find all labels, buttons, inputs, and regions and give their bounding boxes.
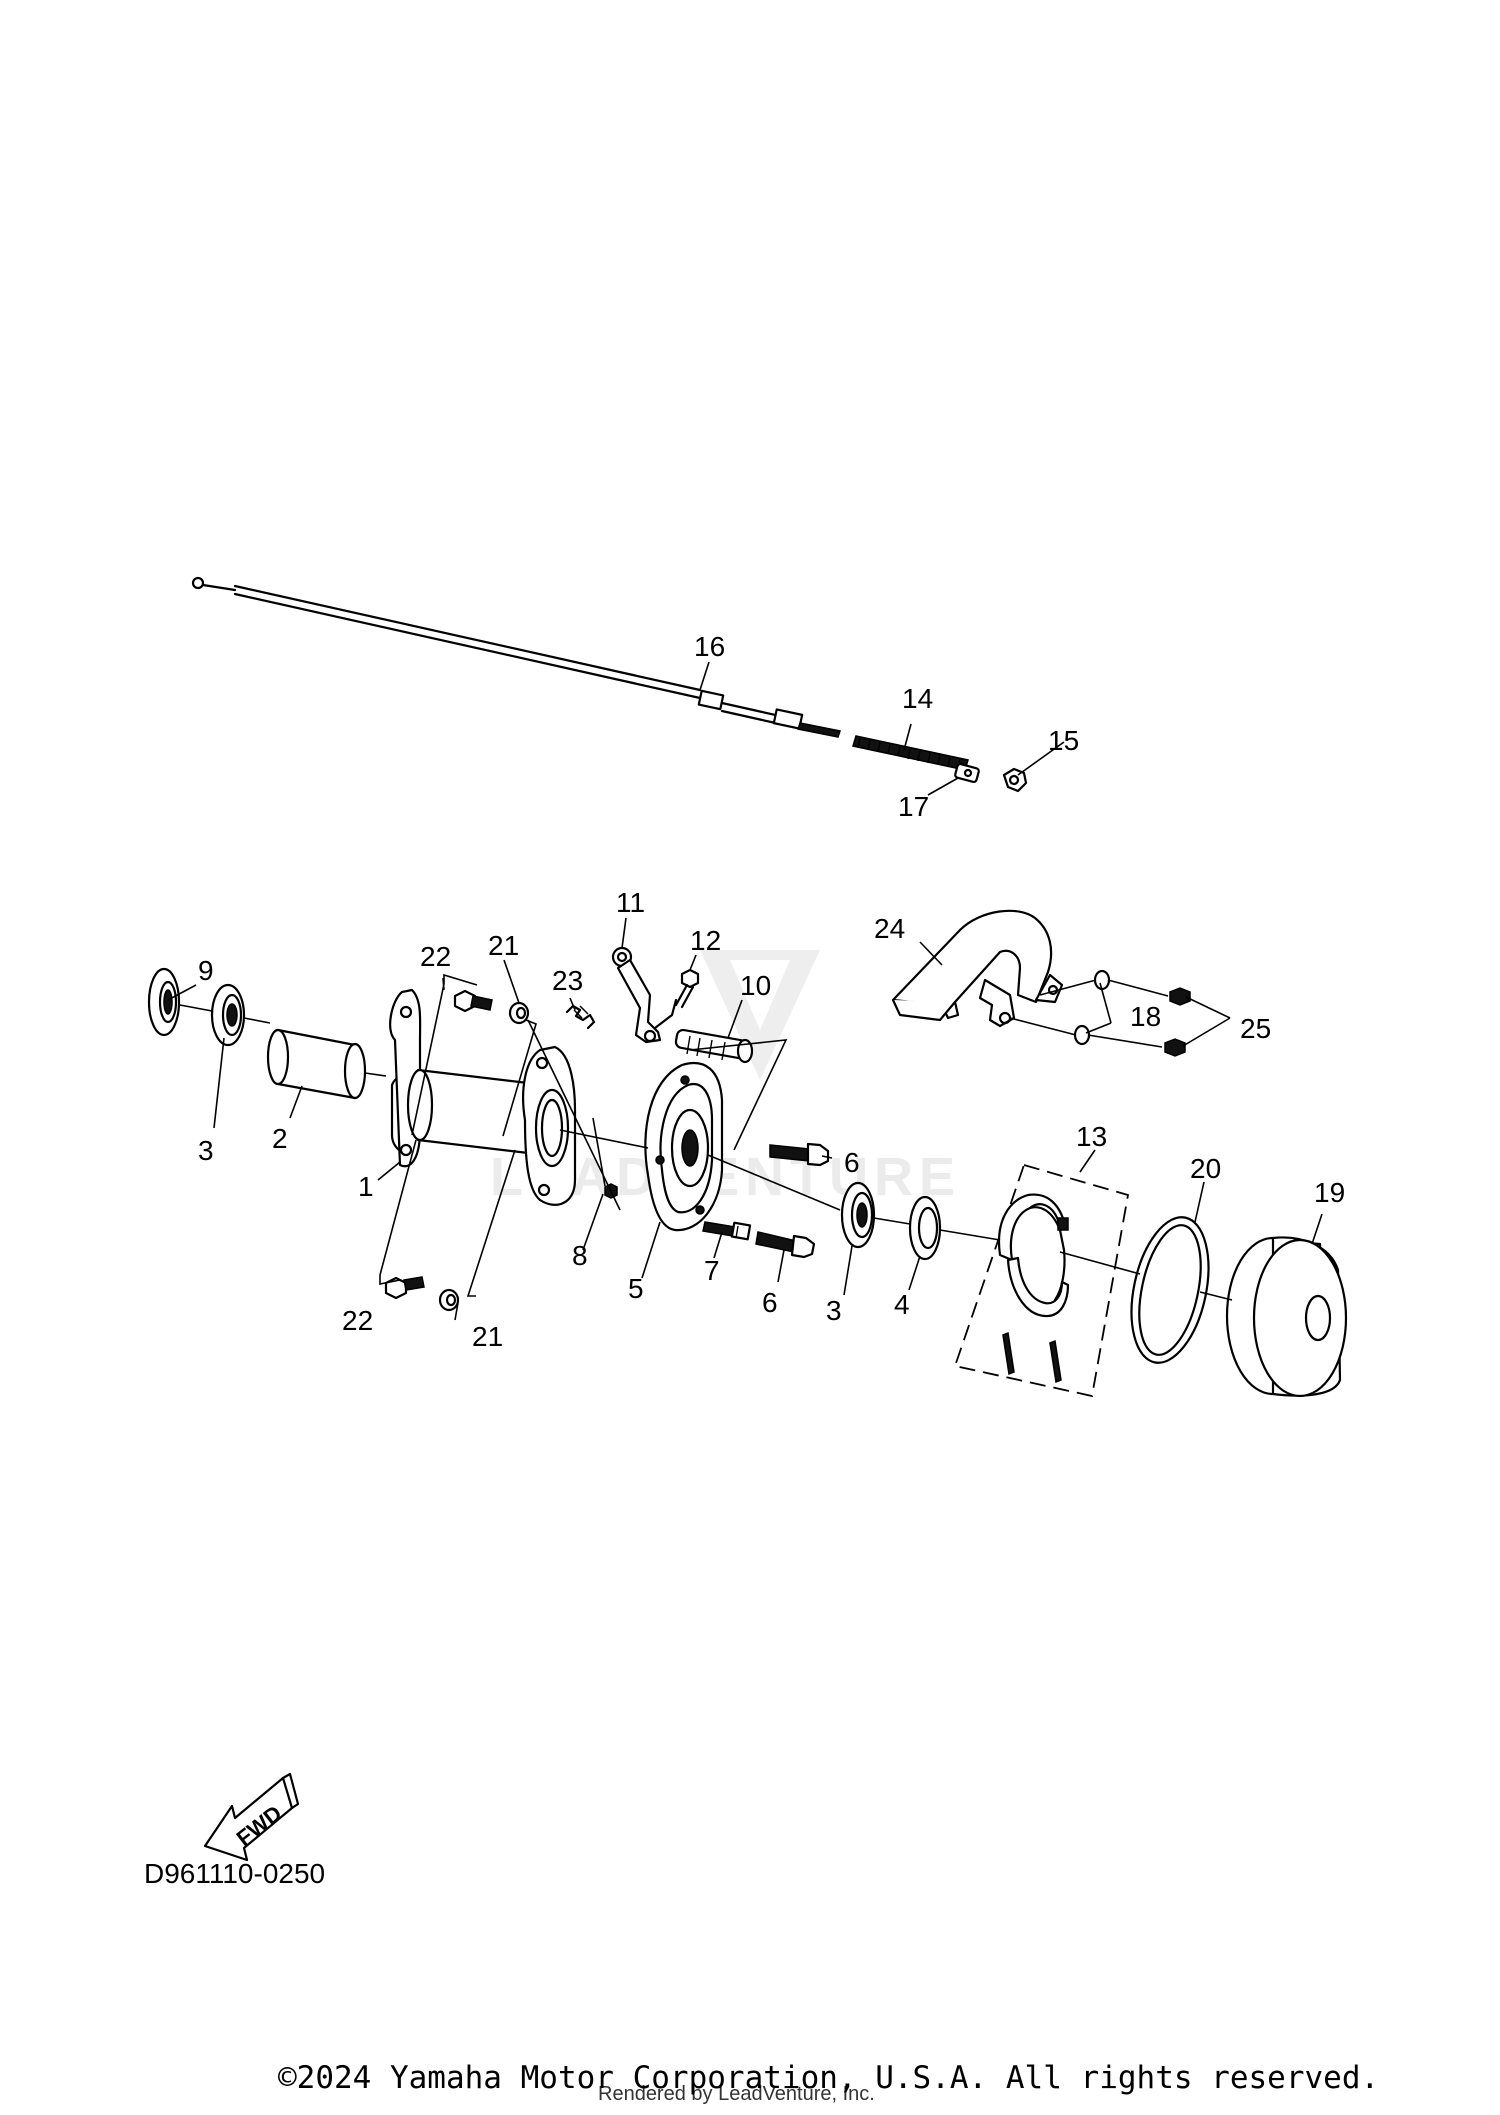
pin-7[interactable] [702, 1221, 752, 1241]
washer-18-lower[interactable] [1073, 1024, 1091, 1046]
callout-14: 14 [902, 683, 933, 714]
brake-shoe-kit-13[interactable] [953, 1163, 1130, 1398]
oil-seal-9[interactable] [147, 967, 181, 1037]
callout-20: 20 [1190, 1153, 1221, 1184]
camshaft-10[interactable] [674, 1028, 754, 1064]
brake-drum-19[interactable] [1225, 1236, 1348, 1398]
brake-cable-16[interactable] [191, 576, 804, 730]
diagram-code: D961110-0250 [144, 1858, 326, 1889]
callout-labels: 9 3 2 1 22 21 23 11 12 10 6 8 5 7 6 3 4 … [198, 631, 1345, 1352]
callout-22-upper: 22 [420, 941, 451, 972]
washer-18-upper[interactable] [1093, 969, 1111, 991]
callout-15: 15 [1048, 725, 1079, 756]
threaded-rod [797, 722, 841, 738]
callout-13: 13 [1076, 1121, 1107, 1152]
cable-joint-17[interactable] [954, 762, 980, 784]
callout-3-left: 3 [198, 1135, 214, 1166]
callout-25: 25 [1240, 1013, 1271, 1044]
bolt-25-lower[interactable] [1164, 1038, 1186, 1057]
o-ring-20[interactable] [1119, 1210, 1220, 1370]
callout-18: 18 [1130, 1001, 1161, 1032]
callout-3-right: 3 [826, 1295, 842, 1326]
bolt-22-upper[interactable] [453, 989, 493, 1013]
bolt-25-upper[interactable] [1169, 987, 1191, 1006]
callout-4: 4 [894, 1289, 910, 1320]
callout-21-lower: 21 [472, 1321, 503, 1352]
return-spring-14[interactable] [852, 735, 969, 771]
callout-12: 12 [690, 925, 721, 956]
callout-5: 5 [628, 1273, 644, 1304]
callout-7: 7 [704, 1255, 720, 1286]
camshaft-lever-11[interactable] [611, 946, 678, 1044]
rendered-by-notice: Rendered by LeadVenture, Inc. [598, 2083, 875, 2105]
callout-10: 10 [740, 970, 771, 1001]
callout-leaders [167, 661, 1323, 1321]
bearing-3-left[interactable] [210, 983, 246, 1047]
bearing-3-right[interactable] [840, 1181, 876, 1249]
brake-cover-24[interactable] [891, 909, 1064, 1028]
torsion-spring-23[interactable] [565, 1004, 596, 1030]
bolt-6-upper[interactable] [769, 1142, 830, 1167]
spacer-2[interactable] [266, 1028, 367, 1100]
callout-11: 11 [616, 887, 645, 918]
oil-seal-4[interactable] [908, 1195, 942, 1261]
adjusting-nut-15[interactable] [1002, 767, 1028, 793]
callout-21-upper: 21 [488, 930, 519, 961]
callout-19: 19 [1314, 1177, 1345, 1208]
callout-1: 1 [358, 1171, 374, 1202]
nut-21-lower[interactable] [438, 1288, 460, 1312]
bolt-12[interactable] [674, 968, 700, 1009]
assembly-centerlines [179, 973, 1233, 1301]
callout-24: 24 [874, 913, 905, 944]
brake-shoe-plate-5[interactable] [644, 1062, 724, 1232]
bolt-22-lower[interactable] [384, 1276, 425, 1300]
callout-8: 8 [572, 1240, 588, 1271]
callout-6-upper: 6 [844, 1147, 860, 1178]
callout-9: 9 [198, 955, 214, 986]
callout-16: 16 [694, 631, 725, 662]
fwd-arrow-icon: FWD [203, 1772, 300, 1862]
callout-22-lower: 22 [342, 1305, 373, 1336]
nut-21-upper[interactable] [508, 1001, 530, 1025]
callout-6-lower: 6 [762, 1287, 778, 1318]
copyright-notice: ©2024 Yamaha Motor Corporation, U.S.A. A… [278, 2060, 1380, 2096]
callout-23: 23 [552, 965, 583, 996]
callout-2: 2 [272, 1123, 288, 1154]
bolt-6-lower[interactable] [755, 1231, 816, 1259]
mounting-bracket[interactable] [522, 1045, 577, 1206]
callout-17: 17 [898, 791, 929, 822]
